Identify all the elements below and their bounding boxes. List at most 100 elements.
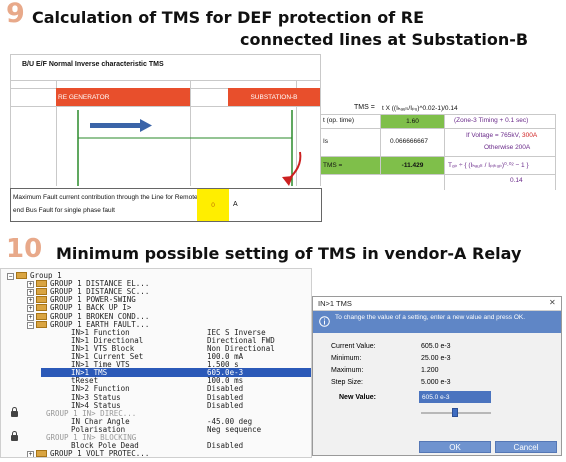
tree-row-value: 1.500 s [207, 360, 239, 370]
formula-label: TMS = [354, 104, 375, 111]
expand-icon[interactable]: + [27, 313, 34, 321]
collapse-icon[interactable]: − [7, 273, 14, 280]
tree-row-label: −GROUP 1 EARTH FAULT... [27, 320, 149, 329]
tree-row-text: Group 1 [30, 271, 62, 280]
tree-row[interactable]: + GROUP 1 BACK UP I> [1, 303, 311, 313]
ok-button[interactable]: OK [419, 441, 491, 453]
expand-icon[interactable]: + [27, 451, 34, 458]
is-note-text: If Voltage = 765kV, [466, 132, 521, 139]
expand-icon[interactable]: + [27, 305, 34, 313]
value-slider[interactable] [421, 407, 491, 419]
tree-row-label: + GROUP 1 POWER-SWING [27, 295, 136, 305]
tree-row[interactable]: IN>1 Current Set 100.0 mA [1, 352, 311, 361]
tms-value: -11.429 [401, 162, 424, 169]
dialog-title: IN>1 TMS [318, 299, 352, 308]
tree-row-text: IN>1 Current Set [71, 352, 144, 361]
is-value: 0.066666667 [390, 138, 428, 145]
tree-row[interactable]: IN>1 VTS Block Non Directional [1, 344, 311, 353]
t-note: (Zone-3 Timing + 0.1 sec) [454, 117, 529, 124]
tree-row-text: GROUP 1 IN> BLOCKING [46, 433, 137, 442]
tree-row-text: IN>1 Function [71, 327, 130, 337]
tree-row-label: IN>1 Directional [71, 336, 143, 345]
tree-row-text: IN>4 Status [71, 400, 121, 410]
expand-icon[interactable]: + [27, 289, 34, 297]
current-value: 605.0 e-3 [421, 343, 451, 350]
settings-tree[interactable]: −Group 1+GROUP 1 DISTANCE EL...+GROUP 1 … [0, 268, 312, 458]
fault-arrow [287, 151, 302, 181]
top-formula: Tₒₚ ÷ { (Iₕₐᵤₗₜ / Iₚᵢₖᵤₚ)⁰·⁰² − 1 } [448, 162, 529, 169]
tree-row[interactable]: IN Char Angle-45.00 deg [1, 417, 311, 426]
tree-row[interactable]: IN>1 Function IEC S Inverse [1, 328, 311, 337]
tree-row-label: IN Char Angle [71, 417, 130, 426]
tree-row[interactable]: −GROUP 1 EARTH FAULT... [1, 320, 311, 329]
tree-row-label: tReset [71, 376, 98, 385]
lock-icon [11, 406, 18, 417]
tree-row[interactable]: GROUP 1 IN> BLOCKING [1, 431, 311, 442]
slider-thumb[interactable] [452, 408, 458, 417]
tree-row-label: +GROUP 1 BROKEN COND... [27, 312, 149, 321]
tree-row-value: IEC S Inverse [207, 327, 266, 337]
max-fault-value-cell[interactable]: 0 [197, 189, 229, 221]
tree-row-text: GROUP 1 BACK UP I> [50, 303, 132, 313]
section-number-10: 10 [6, 234, 43, 264]
is-note-line2: Otherwise 200A [484, 144, 531, 151]
new-value-label: New Value: [339, 394, 376, 401]
tms-label-cell: TMS = [321, 157, 380, 174]
tree-row-value: 100.0 mA [207, 352, 244, 361]
folder-icon [36, 280, 47, 288]
tree-row-label: + GROUP 1 BACK UP I> [27, 303, 132, 313]
max-fault-unit: A [233, 201, 238, 208]
expand-icon[interactable]: + [27, 297, 34, 305]
substation-cell: SUBSTATION-B [228, 88, 320, 106]
tree-row[interactable]: IN>1 Time VTS 1.500 s [1, 360, 311, 369]
tree-row-text: GROUP 1 DISTANCE SC... [50, 287, 150, 297]
tree-row-value: Non Directional [207, 343, 275, 353]
tms-label: TMS = [323, 162, 343, 169]
tree-row-text: Block Pole Dead [71, 441, 139, 451]
tree-row-label: Polarisation [71, 425, 125, 434]
t-value-cell: 1.60 [381, 115, 444, 128]
tree-row[interactable]: + GROUP 1 POWER-SWING [1, 295, 311, 305]
tms-value-cell: -11.429 [381, 157, 444, 174]
new-value-input[interactable] [419, 391, 491, 403]
tree-row[interactable]: + GROUP 1 VOLT PROTEC... [1, 449, 311, 458]
minimum-label: Minimum: [331, 355, 362, 362]
t-label: t (op. time) [323, 117, 355, 124]
tree-row-label: + GROUP 1 DISTANCE SC... [27, 287, 150, 297]
tree-row-label: IN>4 Status [71, 401, 121, 410]
folder-icon [36, 450, 47, 457]
close-icon[interactable]: ✕ [549, 298, 556, 307]
tree-row-label: IN>1 TMS [71, 368, 107, 377]
expand-icon[interactable]: + [27, 281, 34, 289]
tree-row-text: GROUP 1 POWER-SWING [50, 295, 136, 305]
tree-row-text: IN>1 Directional [71, 335, 144, 345]
tree-row[interactable]: +GROUP 1 DISTANCE EL... [1, 279, 311, 289]
line-diagram [77, 110, 302, 186]
tree-row[interactable]: +GROUP 1 BROKEN COND... [1, 312, 311, 321]
tree-row[interactable]: Polarisation Neg sequence [1, 425, 311, 434]
cancel-button[interactable]: Cancel [495, 441, 557, 453]
minimum-value: 25.00 e-3 [421, 355, 451, 362]
tree-row-text: IN>1 TMS [71, 368, 108, 378]
tree-row-label: IN>1 Time VTS [71, 360, 130, 369]
substation-label: SUBSTATION-B [250, 93, 298, 101]
step-size-value: 5.000 e-3 [421, 379, 451, 386]
tree-row[interactable]: GROUP 1 IN> DIREC... [1, 406, 311, 418]
tree-row[interactable]: + GROUP 1 DISTANCE SC... [1, 287, 311, 297]
tree-row-text: IN>1 VTS Block [71, 343, 135, 353]
collapse-icon[interactable]: − [27, 321, 34, 329]
tree-row[interactable]: − Group 1 [1, 271, 311, 280]
tree-row-label: IN>2 Function [71, 384, 130, 393]
re-generator-cell: RE GENERATOR [56, 88, 190, 106]
tree-row-value: Neg sequence [207, 424, 262, 434]
maximum-value: 1.200 [421, 367, 439, 374]
max-fault-value: 0 [211, 201, 215, 209]
tree-row-text: GROUP 1 VOLT PROTEC... [50, 449, 150, 458]
